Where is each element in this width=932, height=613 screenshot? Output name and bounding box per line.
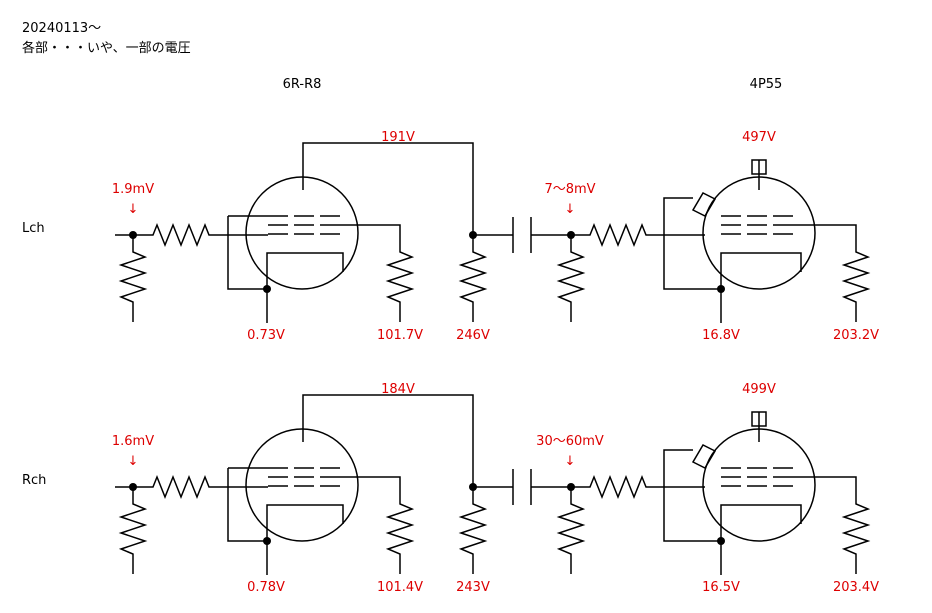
arrow-down-icon: ↓ [565, 454, 576, 469]
grid-input-voltage: 7〜8mV [544, 182, 595, 197]
plate-load-voltage: 243V [456, 580, 490, 595]
arrow-down-icon: ↓ [128, 454, 139, 469]
second-plate-voltage: 499V [742, 382, 776, 397]
junction-dots [129, 231, 725, 293]
second-cathode-voltage: 16.8V [702, 328, 740, 343]
circuit-wiring [115, 394, 871, 575]
rch-circuit: Rch [22, 382, 879, 595]
plate-load-voltage: 246V [456, 328, 490, 343]
second-screen-voltage: 203.2V [833, 328, 879, 343]
first-cathode-voltage: 0.73V [247, 328, 285, 343]
second-cathode-voltage: 16.5V [702, 580, 740, 595]
input-voltage: 1.6mV [112, 434, 154, 449]
subtitle-label: 各部・・・いや、一部の電圧 [22, 40, 191, 56]
grid-input-voltage: 30〜60mV [536, 434, 604, 449]
tube-1-name: 6R-R8 [283, 77, 322, 92]
junction-dots [129, 483, 725, 545]
tube-2-name: 4P55 [750, 77, 783, 92]
arrow-down-icon: ↓ [565, 202, 576, 217]
first-screen-voltage: 101.4V [377, 580, 423, 595]
circuit-wiring [115, 142, 871, 323]
channel-label: Rch [22, 473, 46, 488]
lch-circuit: Lch [22, 130, 879, 343]
first-screen-voltage: 101.7V [377, 328, 423, 343]
date-label: 20240113〜 [22, 21, 101, 36]
second-plate-voltage: 497V [742, 130, 776, 145]
input-voltage: 1.9mV [112, 182, 154, 197]
first-plate-voltage: 191V [381, 130, 415, 145]
channel-label: Lch [22, 221, 45, 236]
arrow-down-icon: ↓ [128, 202, 139, 217]
first-plate-voltage: 184V [381, 382, 415, 397]
first-cathode-voltage: 0.78V [247, 580, 285, 595]
second-screen-voltage: 203.4V [833, 580, 879, 595]
